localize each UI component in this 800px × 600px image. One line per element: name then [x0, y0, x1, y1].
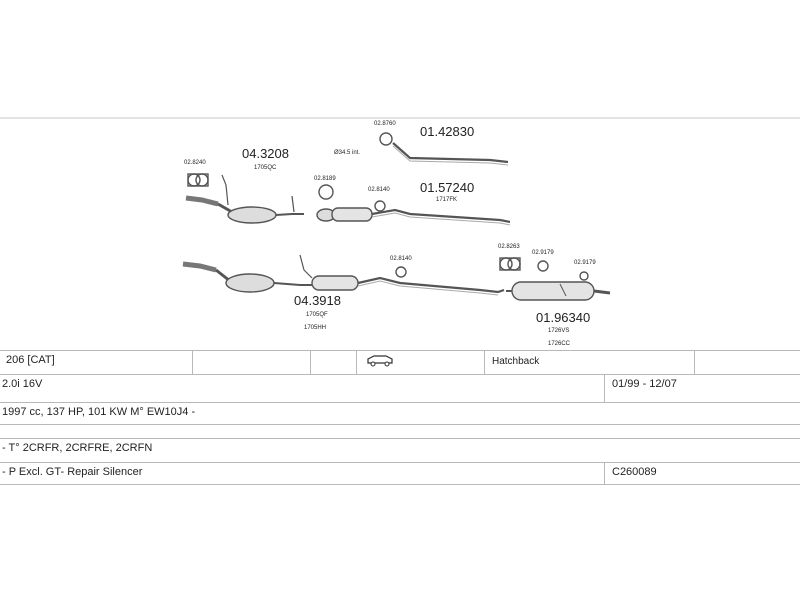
label-front-pipe-no: 04.3208: [242, 146, 289, 161]
table-row: 206 [CAT] Hatchback: [0, 350, 800, 371]
label-mount-lower: 02.8140: [390, 256, 412, 262]
table-row: - P Excl. GT- Repair Silencer C260089: [0, 462, 800, 483]
mount-02.9179-b: [579, 271, 589, 281]
gasket-02.8240: [187, 173, 209, 187]
mount-02.9179-a: [537, 260, 549, 272]
table-row: - T° 2CRFR, 2CRFRE, 2CRFN: [0, 438, 800, 459]
front-pipe-lower: [182, 261, 217, 273]
divider: [192, 350, 193, 374]
rear-silencer-box: [511, 281, 595, 301]
label-gasket-front: 02.8240: [184, 160, 206, 166]
note-cell: - P Excl. GT- Repair Silencer: [2, 466, 143, 478]
code-cell: C260089: [612, 466, 657, 478]
label-bracket-top: 02.8760: [374, 121, 396, 127]
label-rear-silencer-ref-1: 1726VS: [548, 328, 570, 334]
rear-pipe-top: [392, 142, 509, 164]
label-pipe-diameter: Ø34.5 int.: [334, 150, 361, 156]
label-mount-rear-b: 02.9179: [532, 250, 554, 256]
bracket-02.8760: [379, 132, 393, 146]
mount-02.8140-a: [374, 200, 386, 212]
table-row: 2.0i 16V 01/99 - 12/07: [0, 374, 800, 395]
table-row: 1997 cc, 137 HP, 101 KW M° EW10J4 -: [0, 402, 800, 423]
label-middle-silencer-ref: 1717FK: [436, 197, 458, 203]
lower-middle-silencer: [311, 275, 359, 291]
label-front-pipe-ref: 1705QC: [254, 165, 277, 171]
label-lower-ref-2: 1705HH: [304, 325, 327, 331]
specs-cell: 1997 cc, 137 HP, 101 KW M° EW10J4 -: [2, 406, 196, 418]
engine-cell: 2.0i 16V: [2, 378, 43, 390]
divider: [604, 374, 605, 402]
label-lower-ref-1: 1705QF: [306, 312, 328, 318]
model-cell: 206 [CAT]: [6, 354, 55, 366]
front-catalyst: [227, 206, 277, 224]
gasket-02.8263: [499, 257, 521, 271]
front-pipe: [185, 195, 219, 207]
label-mount-middle: 02.8140: [368, 187, 390, 193]
hatchback-car-icon: [366, 353, 394, 370]
label-mount-rear-c: 02.9179: [574, 260, 596, 266]
dates-cell: 01/99 - 12/07: [612, 378, 677, 390]
divider: [484, 350, 485, 374]
divider: [356, 350, 357, 374]
label-rear-silencer-no: 01.96340: [536, 310, 591, 325]
middle-silencer: [331, 207, 373, 222]
divider: [604, 462, 605, 484]
label-lower-assembly-no: 04.3918: [294, 293, 341, 308]
clamp-02.8189: [318, 184, 334, 200]
divider: [694, 350, 695, 374]
body-type-cell: Hatchback: [492, 356, 540, 367]
label-rear-silencer-ref-2: 1726CC: [548, 341, 571, 347]
label-rear-pipe-top-no: 01.42830: [420, 124, 475, 139]
divider: [310, 350, 311, 374]
label-clamp-front: 02.8189: [314, 176, 336, 182]
label-middle-silencer-no: 01.57240: [420, 180, 475, 195]
lower-catalyst: [225, 273, 275, 293]
table-row: [0, 424, 800, 445]
codes-cell: - T° 2CRFR, 2CRFRE, 2CRFN: [2, 442, 153, 454]
label-mount-rear-a: 02.8263: [498, 244, 520, 250]
mount-02.8140-b: [395, 266, 407, 278]
table-bottom-line: [0, 484, 800, 505]
